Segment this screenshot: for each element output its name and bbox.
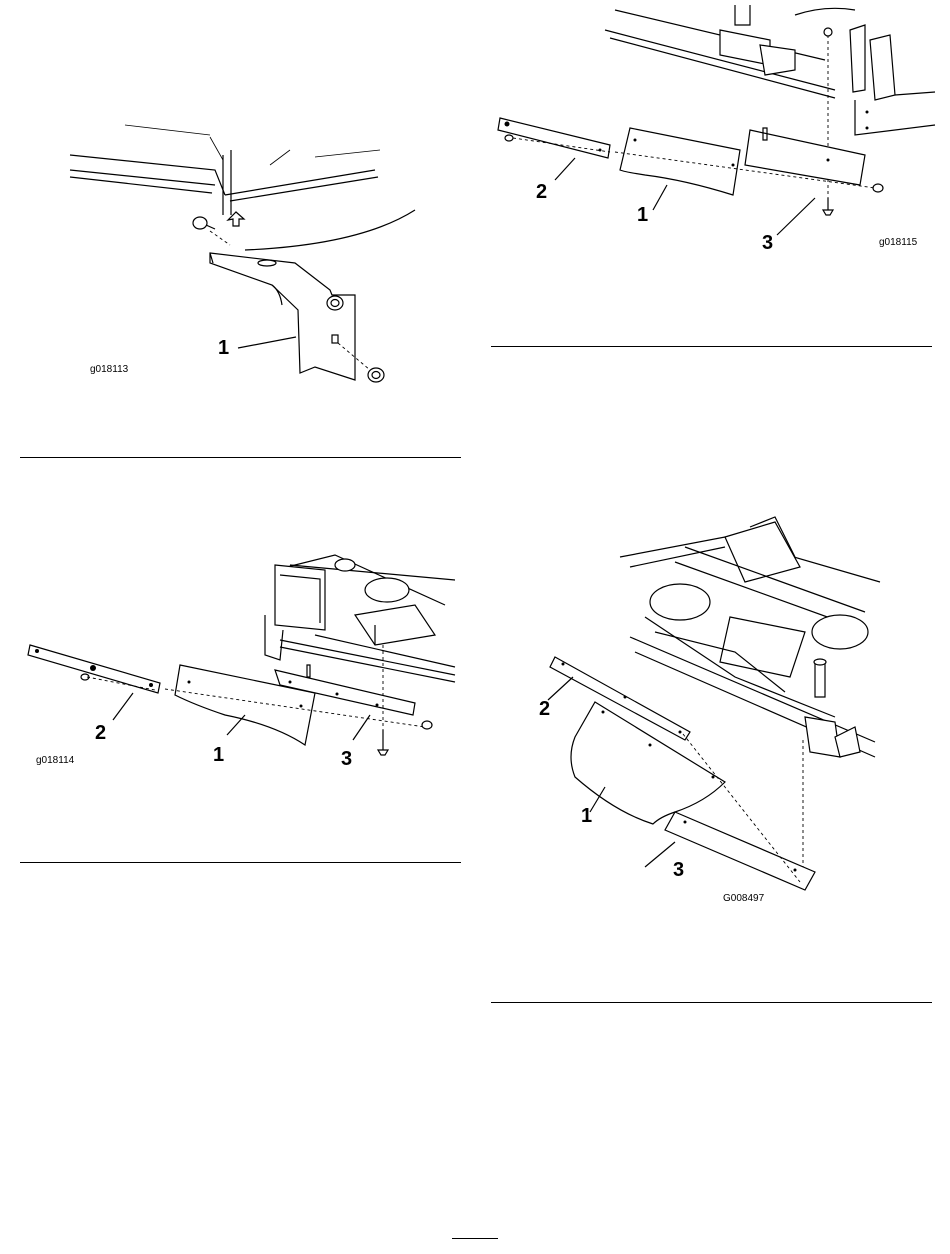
figure-rule	[20, 457, 461, 458]
figure-rule	[491, 346, 932, 347]
figure-g018114-id: g018114	[36, 756, 74, 766]
figure-g018113-illustration	[60, 115, 440, 395]
page-number-rule	[452, 1238, 498, 1239]
figure-G008497: 2 1 3 G008497	[535, 512, 895, 922]
figure-g018113-callout-1: 1	[218, 338, 229, 358]
figure-G008497-callout-3: 3	[673, 860, 684, 880]
figure-g018115: 2 1 3 g018115	[495, 0, 935, 260]
figure-g018115-id: g018115	[879, 238, 917, 248]
figure-g018114-callout-2: 2	[95, 723, 106, 743]
figure-g018114-illustration	[25, 545, 455, 775]
figure-rule	[20, 862, 461, 863]
figure-g018115-callout-2: 2	[536, 182, 547, 202]
figure-g018115-callout-3: 3	[762, 233, 773, 253]
figure-g018114-callout-1: 1	[213, 745, 224, 765]
figure-rule	[491, 1002, 932, 1003]
figure-g018113-id: g018113	[90, 365, 128, 375]
figure-G008497-illustration	[535, 512, 895, 922]
figure-g018114: 2 1 3 g018114	[25, 545, 455, 775]
figure-G008497-callout-2: 2	[539, 699, 550, 719]
figure-g018115-callout-1: 1	[637, 205, 648, 225]
figure-g018114-callout-3: 3	[341, 749, 352, 769]
figure-G008497-id: G008497	[723, 894, 764, 904]
figure-g018115-illustration	[495, 0, 935, 260]
figure-G008497-callout-1: 1	[581, 806, 592, 826]
figure-g018113: 1 g018113	[60, 115, 440, 395]
